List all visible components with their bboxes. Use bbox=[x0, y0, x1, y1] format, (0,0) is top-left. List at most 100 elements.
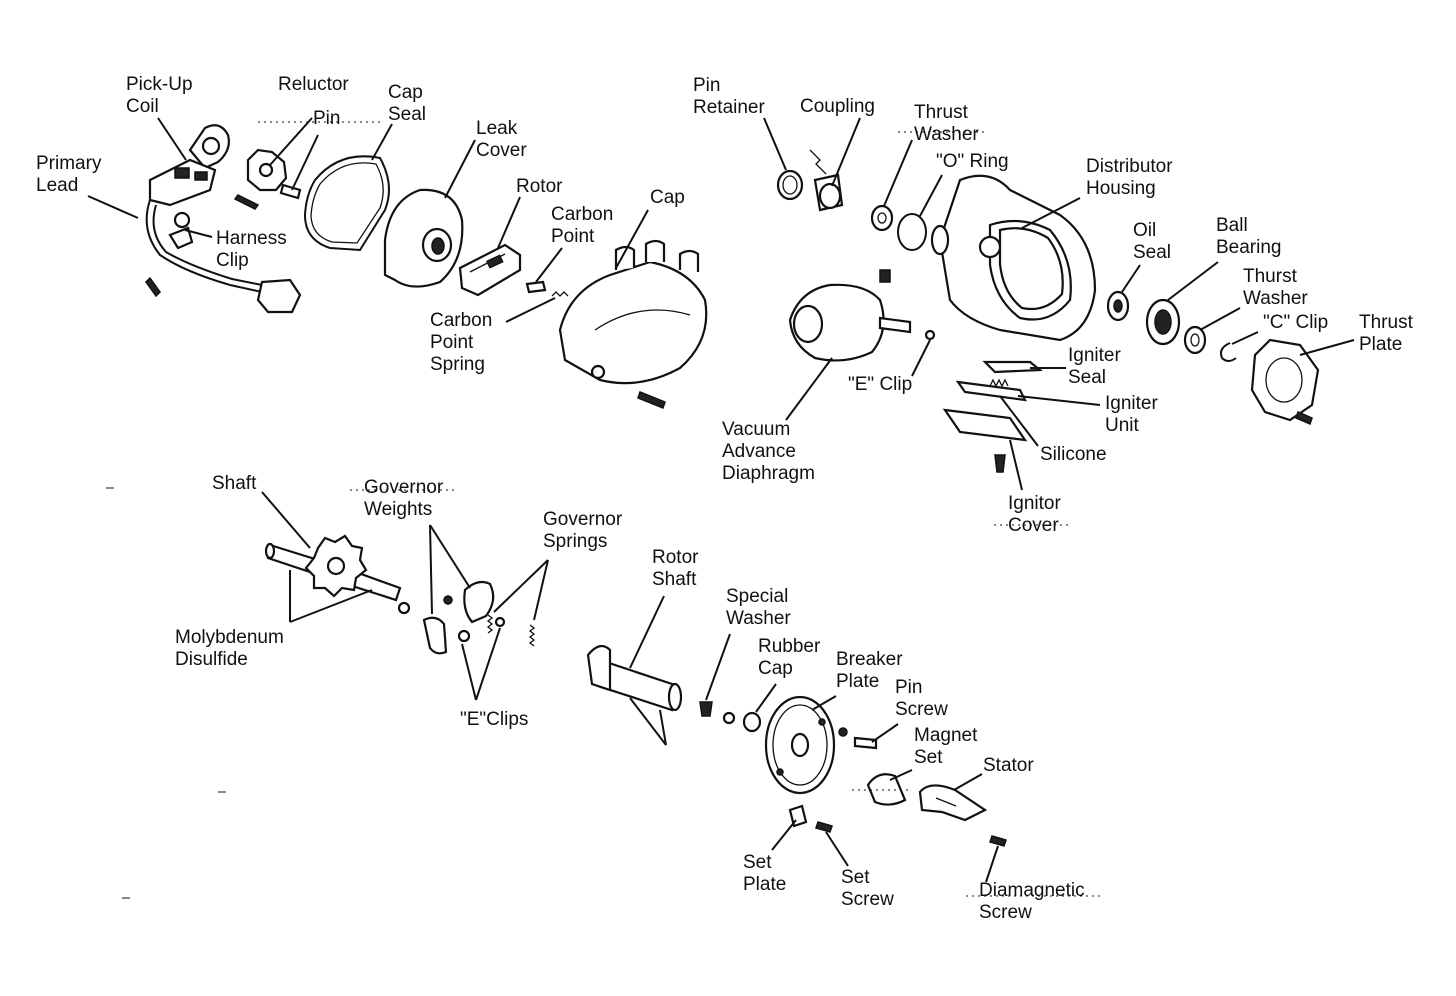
pin-retainer-part bbox=[776, 169, 804, 201]
e-clips-part bbox=[457, 616, 506, 643]
leak-cover-part bbox=[383, 188, 464, 288]
label-line: Clip bbox=[216, 250, 249, 271]
label-line: Cap bbox=[758, 658, 793, 679]
reluctor-part bbox=[246, 148, 302, 200]
coupling-label: Coupling bbox=[800, 96, 875, 117]
label-line: Governor bbox=[543, 509, 623, 530]
label-line: Pin bbox=[895, 677, 923, 698]
label-line: Distributor bbox=[1086, 156, 1173, 177]
label-line: Disulfide bbox=[175, 649, 248, 670]
label-line: Washer bbox=[914, 124, 979, 145]
magnet-set-part bbox=[866, 773, 907, 806]
breaker-plate-part bbox=[764, 695, 836, 795]
pin-screw-part bbox=[838, 727, 878, 750]
label-line: Seal bbox=[1068, 367, 1107, 388]
vacuum-advance-part bbox=[788, 269, 936, 362]
igniter-seal-part bbox=[982, 360, 1043, 374]
label-line: Washer bbox=[1243, 288, 1308, 309]
primary-lead-part bbox=[145, 194, 302, 314]
label-line: Lead bbox=[36, 175, 79, 196]
label-line: Vacuum bbox=[722, 419, 791, 440]
label-line: Harness bbox=[216, 228, 287, 249]
governor-gear-part bbox=[304, 534, 368, 598]
label-line: Plate bbox=[1359, 334, 1403, 355]
label-line: Cover bbox=[476, 140, 527, 161]
label-line: Seal bbox=[1133, 242, 1172, 263]
rotor-part bbox=[458, 243, 522, 297]
label-line: Breaker bbox=[836, 649, 903, 670]
label-line: Plate bbox=[743, 874, 787, 895]
igniter-unit-part bbox=[955, 378, 1027, 402]
thrust-plate-part bbox=[1250, 338, 1320, 426]
distributor-housing-part bbox=[930, 174, 1097, 342]
label-line: Coil bbox=[126, 96, 159, 117]
label-line: Housing bbox=[1086, 178, 1156, 199]
pick-up-coil-part bbox=[148, 124, 230, 207]
label-line: Governor bbox=[364, 477, 444, 498]
label-line: Set bbox=[743, 852, 772, 873]
label-line: Ball bbox=[1216, 215, 1248, 236]
rotor-shaft-part bbox=[586, 644, 683, 712]
e-clips-label: "E"Clips bbox=[460, 709, 529, 730]
silicone-label: Silicone bbox=[1040, 444, 1107, 465]
label-line: Diamagnetic bbox=[979, 880, 1085, 901]
label-line: Special bbox=[726, 586, 789, 607]
label-line: Screw bbox=[841, 889, 894, 910]
label-line: Point bbox=[551, 226, 595, 247]
set-screw-part bbox=[815, 821, 833, 833]
label-line: Point bbox=[430, 332, 474, 353]
label-line: Washer bbox=[726, 608, 791, 629]
reluctor-label: Reluctor bbox=[278, 74, 349, 95]
label-line: Weights bbox=[364, 499, 433, 520]
governor-weights-part bbox=[422, 580, 495, 655]
label-line: Thurst bbox=[1243, 266, 1297, 287]
cap-part bbox=[558, 239, 708, 409]
stator-label: Stator bbox=[983, 755, 1034, 776]
diamagnetic-screw-part bbox=[989, 835, 1007, 847]
label-line: Oil bbox=[1133, 220, 1157, 241]
label-line: Pin bbox=[693, 75, 721, 96]
label-line: Set bbox=[841, 867, 870, 888]
label-line: Spring bbox=[430, 354, 485, 375]
label-line: Rubber bbox=[758, 636, 821, 657]
label-line: Pick-Up bbox=[126, 74, 193, 95]
shaft-label: Shaft bbox=[212, 473, 257, 494]
label-line: Rotor bbox=[652, 547, 699, 568]
label-line: Retainer bbox=[693, 97, 765, 118]
label-line: Carbon bbox=[430, 310, 493, 331]
label-line: Primary bbox=[36, 153, 102, 174]
label-line: Magnet bbox=[914, 725, 978, 746]
label-line: Thrust bbox=[914, 102, 968, 123]
ball-bearing-part bbox=[1145, 298, 1181, 346]
o-ring-label: "O" Ring bbox=[936, 151, 1009, 172]
label-line: Carbon bbox=[551, 204, 614, 225]
carbon-point-part bbox=[525, 280, 569, 297]
label-line: Diaphragm bbox=[722, 463, 815, 484]
thurst-washer-part bbox=[1183, 325, 1207, 355]
label-line: Unit bbox=[1105, 415, 1139, 436]
cap-seal-part bbox=[303, 155, 390, 252]
